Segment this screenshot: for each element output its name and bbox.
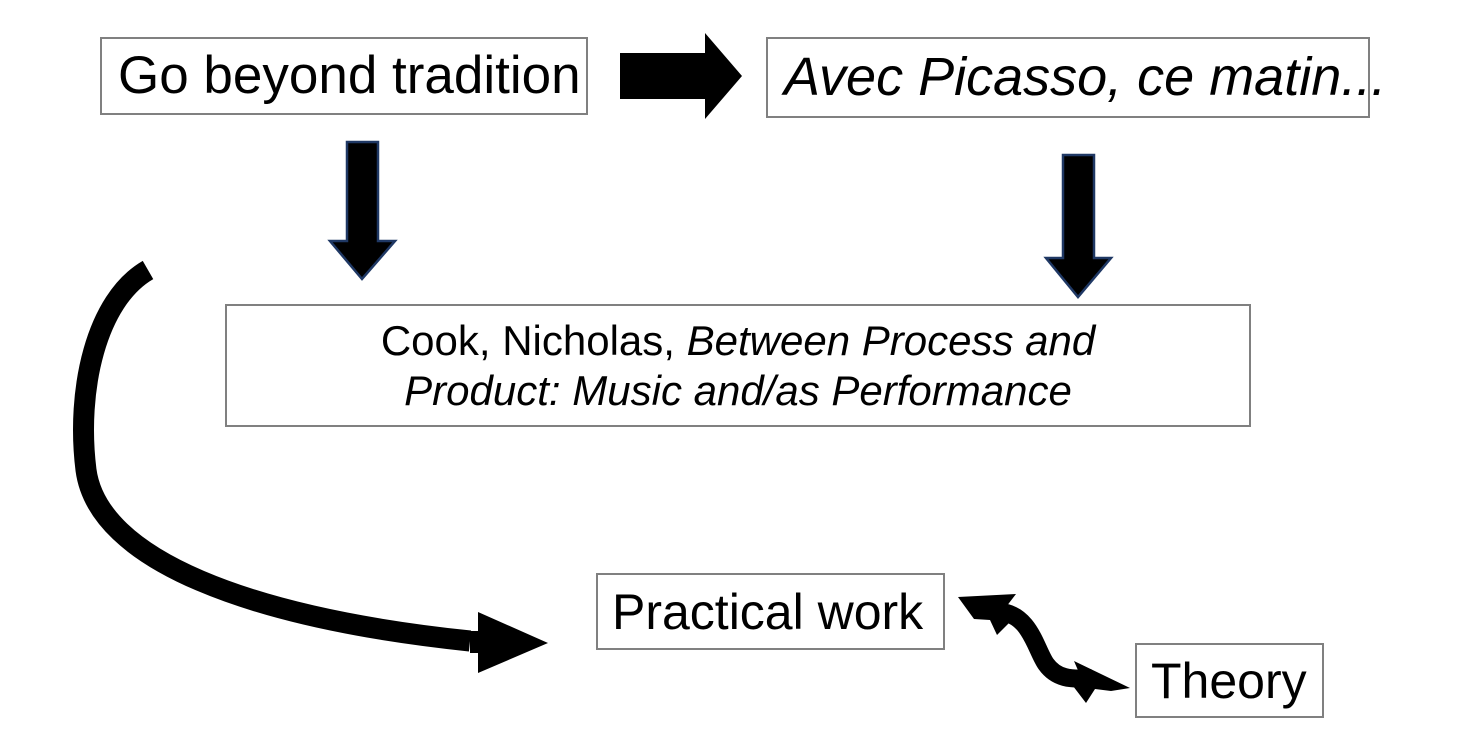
node-cook-citation-title-line1: Between Process and Product: [404,316,1096,414]
block-arrow-right-icon [620,33,742,119]
citation-space [675,317,687,364]
curved-arrow-left-icon [73,260,548,673]
node-cook-citation-text: Cook, Nicholas, Between Process and Prod… [241,316,1235,415]
node-cook-citation[interactable]: Cook, Nicholas, Between Process and Prod… [225,304,1251,427]
down-arrow-left-icon [327,140,398,281]
node-avec-picasso-label: Avec Picasso, ce matin... [784,47,1387,108]
node-practical-work-label: Practical work [612,583,924,640]
node-theory-label: Theory [1151,652,1307,709]
node-go-beyond-tradition[interactable]: Go beyond tradition [100,37,588,115]
s-curve-double-arrow-icon [958,594,1130,703]
node-theory[interactable]: Theory [1135,643,1324,718]
down-arrow-right-icon [1043,153,1114,299]
node-go-beyond-tradition-label: Go beyond tradition [118,46,581,106]
node-cook-citation-author: Cook, Nicholas, [380,316,675,364]
citation-space-2 [561,367,573,414]
node-avec-picasso[interactable]: Avec Picasso, ce matin... [766,37,1386,118]
node-practical-work[interactable]: Practical work [596,573,945,650]
node-cook-citation-title-line2: Music and/as Performance [572,366,1072,414]
